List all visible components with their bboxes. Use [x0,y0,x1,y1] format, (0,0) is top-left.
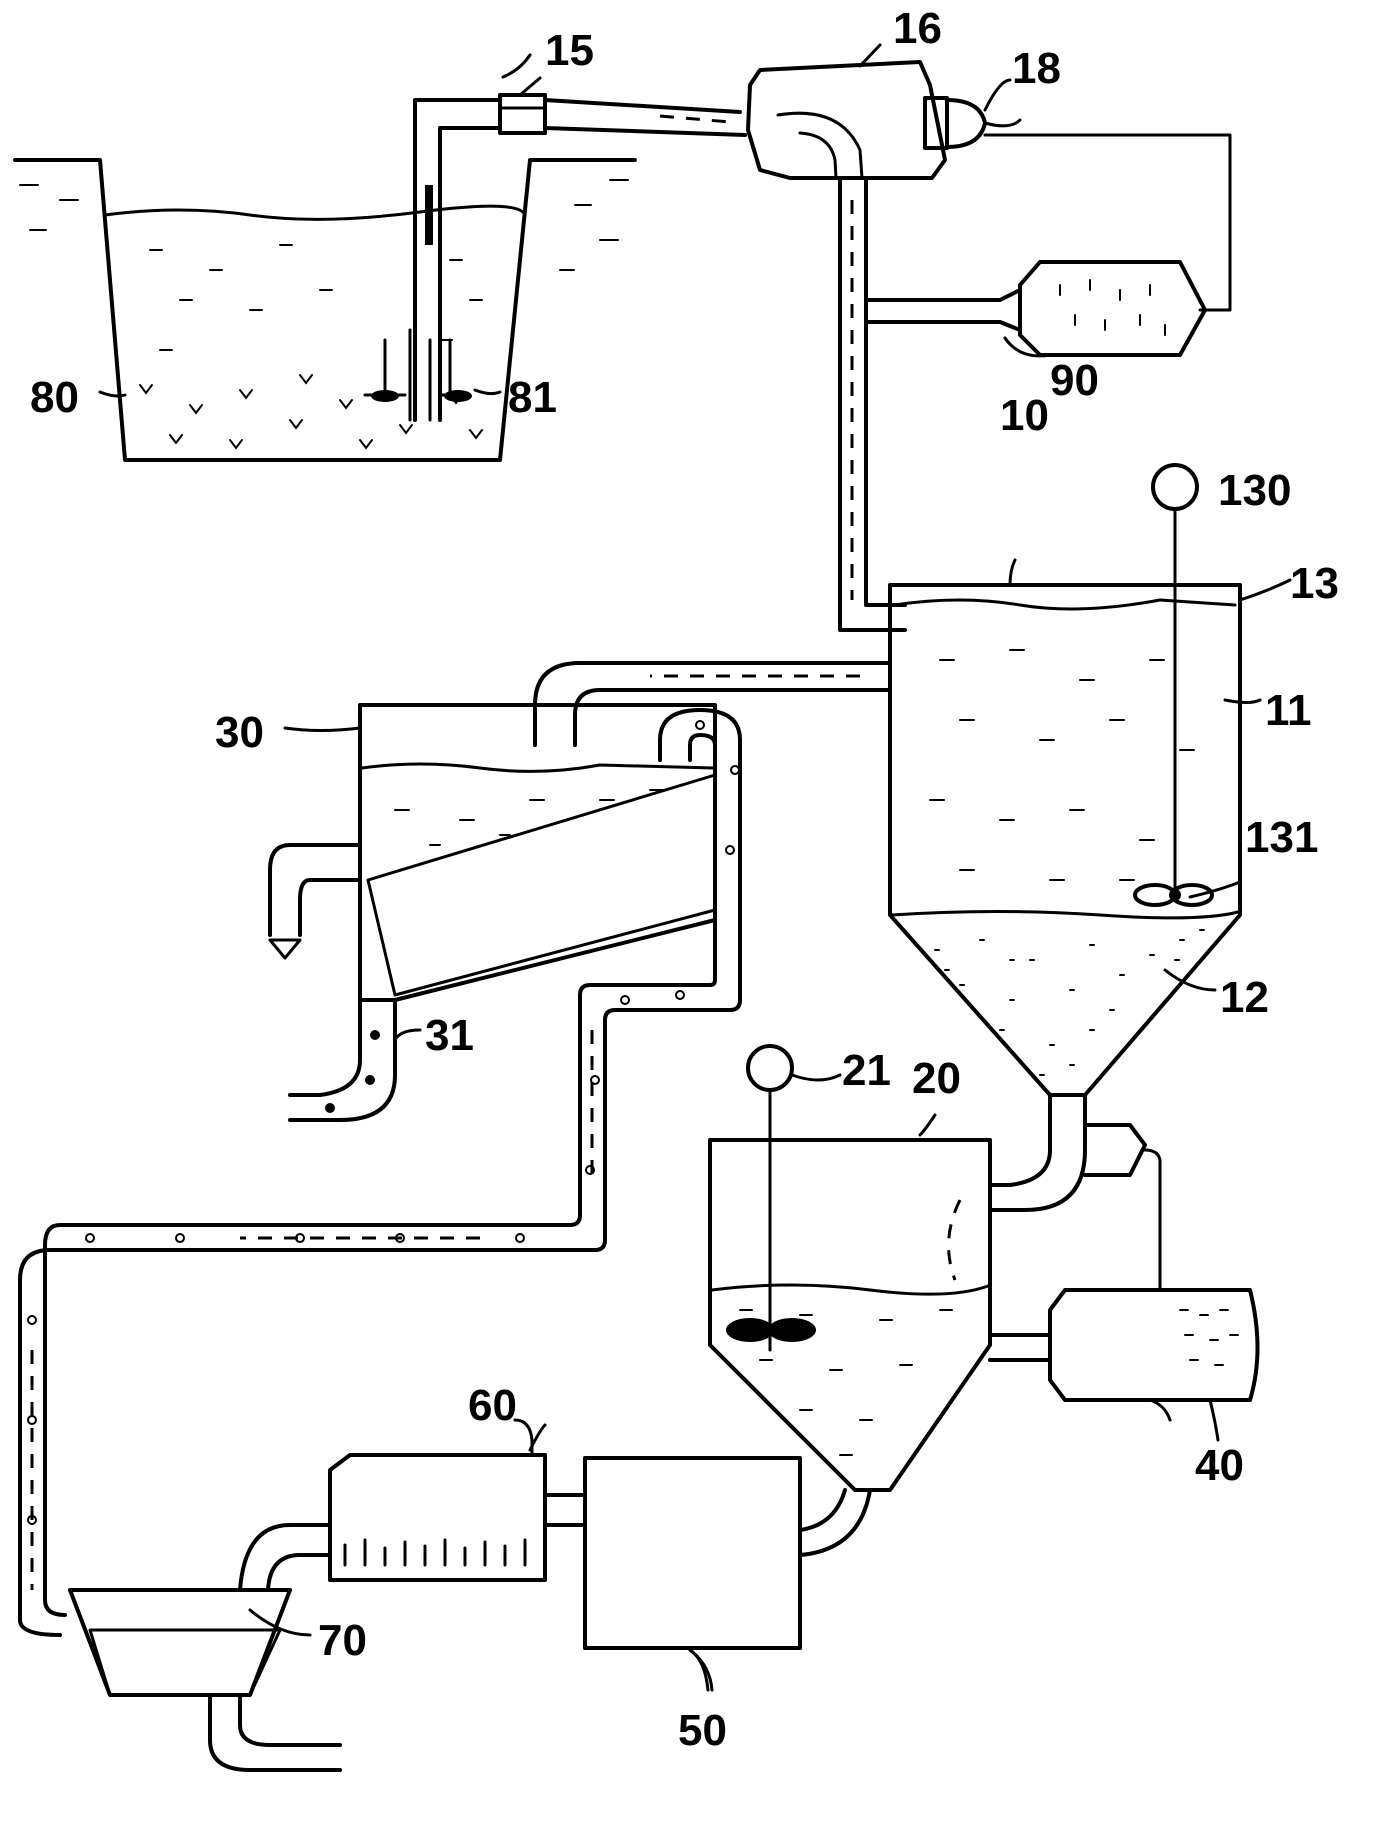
sludge-feed-pipe [947,1123,1162,1292]
label-21: 21 [842,1046,891,1095]
separator-16 [746,60,947,180]
vessel-70 [68,1523,342,1772]
unit-50 [583,1456,872,1692]
label-131: 131 [1245,813,1318,862]
label-16: 16 [893,4,942,53]
label-90: 90 [1050,356,1099,405]
label-20: 20 [912,1054,961,1103]
label-31: 31 [425,1011,474,1060]
valve-15 [498,76,547,135]
reaction-tank-20 [708,1138,992,1492]
label-60: 60 [468,1381,517,1430]
label-12: 12 [1220,973,1269,1022]
settling-tank-10 [888,583,1242,1152]
outlet-31 [288,998,397,1122]
downcomer-pipe [838,176,1022,632]
label-130: 130 [1218,466,1291,515]
pond-80 [13,158,637,462]
label-13: 13 [1290,559,1339,608]
label-30: 30 [215,708,264,757]
dosing-tank-40 [988,1288,1260,1422]
collector-90 [1018,260,1207,357]
label-15: 15 [545,26,594,75]
suction-head-81 [363,328,472,422]
intake-pipe [413,98,747,422]
label-11: 11 [1265,686,1312,735]
label-40: 40 [1195,1441,1244,1490]
unit-60 [328,1418,587,1582]
sludge-return-pipe [18,708,742,1637]
label-81: 81 [508,373,557,422]
label-80: 80 [30,373,79,422]
label-10: 10 [1000,391,1049,440]
fan-18 [923,96,1232,312]
stirrer-21 [726,1044,816,1352]
leader-lines [98,43,1292,1692]
label-18: 18 [1012,44,1061,93]
clarifier-30 [268,703,717,1002]
label-50: 50 [678,1706,727,1755]
label-70: 70 [318,1616,367,1665]
mixer-130 [1133,463,1214,907]
